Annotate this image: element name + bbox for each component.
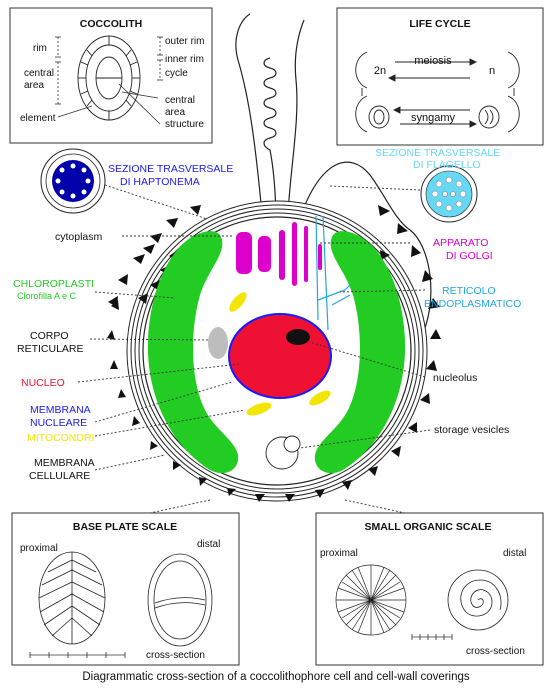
coccolith-title: COCCOLITH <box>80 18 142 30</box>
chloroplasti-label: CHLOROPLASTI <box>13 278 94 290</box>
base-plate-title: BASE PLATE SCALE <box>73 521 177 533</box>
coccolith-element-label: element <box>20 113 56 124</box>
reticolo-label-1: RETICOLO <box>442 285 496 297</box>
coccolith-rim-label: rim <box>33 43 47 54</box>
small-organic-proximal-icon <box>336 565 406 635</box>
clorofilla-label: Clorofilla A e C <box>17 291 77 301</box>
coccolith-central-label-1: central <box>24 68 54 79</box>
coccolith-inner-rim-label: inner rim <box>165 54 204 65</box>
corpo-label-2: RETICULARE <box>17 343 84 355</box>
flagello-label-1: SEZIONE TRASVERSALE <box>375 147 500 159</box>
life-cycle-meiosis: meiosis <box>414 55 452 67</box>
cytoplasm-label: cytoplasm <box>55 231 103 243</box>
haptonema-section-icon <box>41 149 105 213</box>
membrana-nucleare-label-1: MEMBRANA <box>30 404 91 416</box>
nucleolus-label: nucleolus <box>433 372 477 384</box>
coccolith-cas-label-2: area <box>165 107 185 118</box>
small-organic-title: SMALL ORGANIC SCALE <box>365 521 492 533</box>
small-organic-distal: distal <box>503 548 526 559</box>
life-cycle-n: n <box>489 65 495 77</box>
nucleo-label: NUCLEO <box>21 377 65 389</box>
nucleus <box>229 314 331 398</box>
flagellum-left <box>236 14 262 214</box>
haptonema-label-1: SEZIONE TRASVERSALE <box>108 163 233 175</box>
small-organic-panel: SMALL ORGANIC SCALE proximal distal <box>316 513 543 665</box>
corpo-label-1: CORPO <box>30 330 69 342</box>
base-plate-distal: distal <box>197 539 220 550</box>
flagellum-right <box>288 20 304 215</box>
storage-label: storage vesicles <box>434 424 509 436</box>
base-plate-cross-section: cross-section <box>146 650 205 661</box>
life-cycle-panel: LIFE CYCLE 2n n m <box>337 8 543 145</box>
coccolith-cycle-label: cycle <box>165 68 188 79</box>
reticolo-label-2: ENDOPLASMATICO <box>424 298 521 310</box>
coccolith-cas-label-1: central <box>165 95 195 106</box>
membrana-cellulare-label-1: MEMBRANA <box>34 457 95 469</box>
coccolith-cas-label-3: structure <box>165 119 204 130</box>
haptonema-coil <box>264 58 276 214</box>
corpo-reticulare <box>208 327 228 359</box>
life-cycle-2n: 2n <box>374 65 386 77</box>
coccolith-central-label-2: area <box>24 80 44 91</box>
membrana-nucleare-label-2: NUCLEARE <box>30 417 87 429</box>
small-organic-proximal: proximal <box>320 548 358 559</box>
flagellum-section-icon <box>421 166 477 222</box>
haptonema-label-2: DI HAPTONEMA <box>120 176 200 188</box>
nucleolus <box>286 329 310 345</box>
figure-caption: Diagrammatic cross-section of a coccolit… <box>82 671 470 683</box>
base-plate-panel: BASE PLATE SCALE proximal distal cross-s… <box>12 513 239 665</box>
small-organic-cross-section: cross-section <box>466 646 525 657</box>
mitocondri-label: MITOCONDRI <box>27 432 94 444</box>
golgi-label-2: DI GOLGI <box>446 250 493 262</box>
life-cycle-title: LIFE CYCLE <box>409 18 470 30</box>
golgi-label-1: APPARATO <box>433 237 488 249</box>
coccolith-panel: COCCOLITH <box>10 8 212 143</box>
flagello-label-2: DI FLAGELLO <box>413 159 481 171</box>
membrana-cellulare-label-2: CELLULARE <box>29 470 90 482</box>
life-cycle-syngamy: syngamy <box>411 112 456 124</box>
coccolith-outer-rim-label: outer rim <box>165 36 204 47</box>
base-plate-proximal: proximal <box>20 543 58 554</box>
